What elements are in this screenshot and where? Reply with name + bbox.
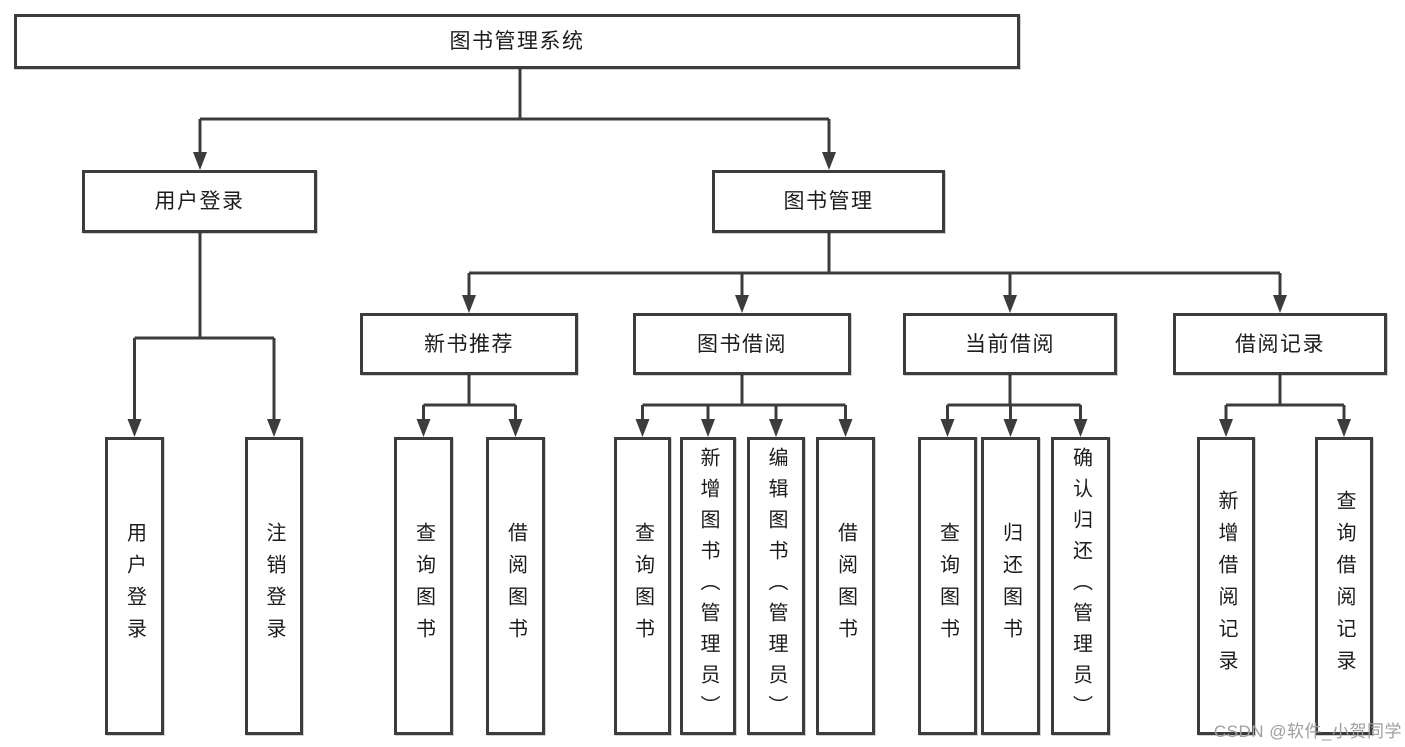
node-query-borrow-record: 查询借阅记录	[1315, 437, 1373, 735]
connector-line	[133, 233, 276, 419]
connector-borrowing-records	[1219, 375, 1351, 437]
arrow-down-icon	[1003, 419, 1018, 437]
connector-book-borrowing	[635, 375, 853, 437]
arrow-down-icon	[267, 419, 281, 437]
connector-root	[193, 69, 836, 170]
connector-current-borrowing	[940, 375, 1088, 437]
node-confirm-return-admin: 确认归还（管理员）	[1051, 437, 1110, 735]
node-add-borrow-record: 新增借阅记录	[1197, 437, 1255, 735]
node-borrowing-records: 借阅记录	[1173, 313, 1387, 375]
arrow-down-icon	[127, 419, 142, 437]
arrow-down-icon	[635, 419, 650, 437]
node-user-login: 用户登录	[82, 170, 317, 233]
arrow-down-icon	[1003, 295, 1017, 313]
watermark-text: CSDN @软件_小贺同学	[1213, 722, 1402, 741]
node-book-borrowing: 图书借阅	[633, 313, 851, 375]
arrow-down-icon	[416, 419, 431, 437]
node-logout-action: 注销登录	[245, 437, 303, 735]
node-new-book-recommendation: 新书推荐	[360, 313, 578, 375]
node-return-books: 归还图书	[981, 437, 1040, 735]
node-borrow-books-recommend: 借阅图书	[486, 437, 545, 735]
connector-line	[946, 375, 1082, 419]
connector-line	[422, 375, 517, 419]
arrow-down-icon	[508, 419, 523, 437]
arrow-down-icon	[1219, 419, 1233, 437]
node-borrow-books-borrowing: 借阅图书	[816, 437, 875, 735]
connector-line	[1224, 375, 1346, 419]
arrow-down-icon	[193, 152, 207, 170]
node-user-login-action: 用户登录	[105, 437, 164, 735]
node-add-books-admin: 新增图书（管理员）	[680, 437, 736, 735]
connector-line	[467, 233, 1282, 295]
arrow-down-icon	[769, 419, 783, 437]
arrow-down-icon	[822, 152, 836, 170]
node-edit-books-admin: 编辑图书（管理员）	[747, 437, 805, 735]
arrow-down-icon	[940, 419, 955, 437]
arrow-down-icon	[1273, 295, 1287, 313]
connector-user-login	[127, 233, 281, 437]
node-current-borrowing: 当前借阅	[903, 313, 1117, 375]
arrow-down-icon	[462, 295, 476, 313]
node-query-books-recommend: 查询图书	[394, 437, 453, 735]
arrow-down-icon	[701, 419, 715, 437]
arrow-down-icon	[1337, 419, 1351, 437]
node-library-system: 图书管理系统	[14, 14, 1020, 69]
arrow-down-icon	[838, 419, 853, 437]
node-query-books-borrowing: 查询图书	[614, 437, 671, 735]
arrow-down-icon	[1073, 419, 1088, 437]
connector-line	[641, 375, 847, 419]
connector-book-management	[462, 233, 1287, 313]
node-query-books-current: 查询图书	[918, 437, 977, 735]
node-book-management: 图书管理	[712, 170, 945, 233]
arrow-down-icon	[735, 295, 749, 313]
connector-line	[198, 69, 831, 152]
connector-new-book-recommendation	[416, 375, 523, 437]
